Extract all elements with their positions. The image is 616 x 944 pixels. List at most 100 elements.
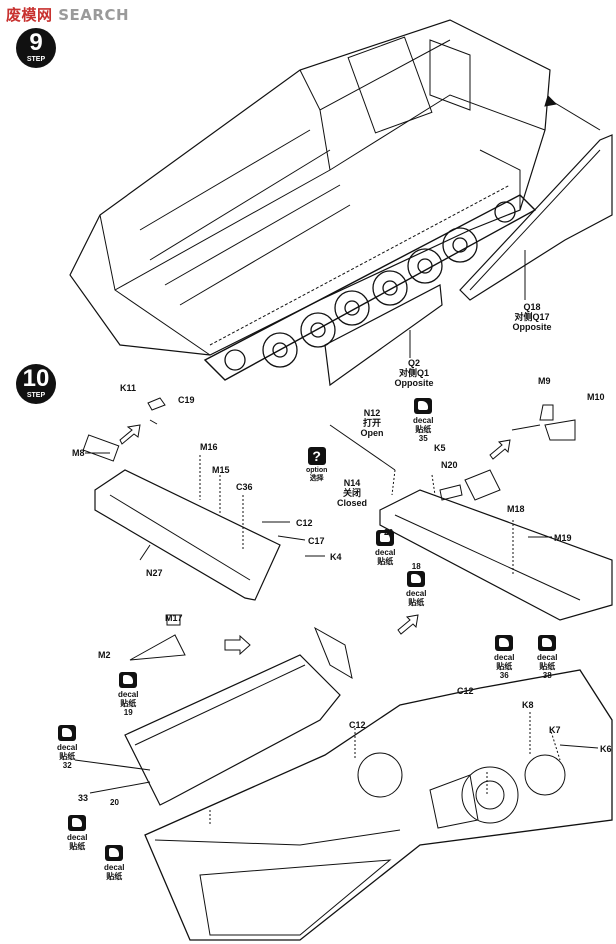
decal-icon [105, 845, 124, 861]
decal-cn: 贴纸 [69, 842, 86, 851]
decal-33: decal 贴纸 [104, 845, 124, 881]
part-k7: K7 [549, 725, 561, 735]
decal-icon [68, 815, 87, 831]
part-c12-upper: C12 [296, 518, 313, 528]
part-n12-open: Open [360, 428, 384, 438]
decal-word: decal [494, 653, 515, 662]
decal-word: decal [118, 690, 139, 699]
decal-cn: 贴纸 [106, 872, 123, 881]
decal-26-number: 26 [384, 528, 393, 537]
decal-20-number: 20 [110, 798, 119, 807]
part-n14: N14 [343, 478, 361, 488]
step-10-number: 10 [22, 365, 50, 392]
decal-number: 19 [123, 708, 133, 717]
part-m2: M2 [98, 650, 111, 660]
part-m8: M8 [72, 448, 85, 458]
part-m16: M16 [200, 442, 218, 452]
step-9-badge: 9 STEP [16, 28, 56, 68]
decal-icon [58, 725, 77, 741]
part-c17: C17 [308, 536, 325, 546]
decal-cn: 贴纸 [408, 598, 425, 607]
decal-35: decal 贴纸 35 [413, 398, 433, 443]
part-m10: M10 [587, 392, 605, 402]
part-n12: N12 [363, 408, 381, 418]
decal-cn: 贴纸 [415, 425, 432, 434]
decal-icon [414, 398, 433, 414]
option-label: option [306, 467, 328, 474]
lower-hull-drawing [74, 614, 613, 941]
part-n27: N27 [146, 568, 163, 578]
part-q17-opposite: Opposite [512, 322, 552, 332]
part-m19: M19 [554, 533, 572, 543]
decal-word: decal [67, 833, 88, 842]
decal-word: decal [57, 743, 78, 752]
watermark-part1: 废模网 [6, 6, 53, 24]
part-q1-opposite: Opposite [394, 378, 434, 388]
decal-word: decal [375, 548, 396, 557]
decal-20: decal 贴纸 [67, 815, 87, 851]
part-c19: C19 [178, 395, 195, 405]
step-9-word: STEP [26, 56, 46, 63]
decal-number: 18 [411, 562, 421, 571]
part-m15: M15 [212, 465, 230, 475]
part-k4: K4 [330, 552, 342, 562]
part-q17: 对侧Q17 [514, 312, 550, 322]
part-n12-callout: N12 打开 Open [360, 408, 383, 438]
part-n14-cn: 关闭 [342, 488, 362, 498]
decal-word: decal [406, 589, 427, 598]
decal-number: 38 [542, 671, 552, 680]
left-hatch-panel [82, 397, 325, 601]
decal-cn: 贴纸 [120, 699, 137, 708]
decal-cn: 贴纸 [377, 557, 394, 566]
part-q18: Q18 [523, 302, 541, 312]
part-k11: K11 [120, 383, 137, 393]
decal-icon [538, 635, 557, 651]
part-n20: N20 [441, 460, 458, 470]
part-c36: C36 [236, 482, 253, 492]
decal-38: decal 贴纸 38 [537, 635, 557, 680]
decal-cn: 贴纸 [539, 662, 556, 671]
step-9-number: 9 [29, 29, 43, 56]
decal-cn: 贴纸 [496, 662, 513, 671]
decal-32: decal 贴纸 32 [57, 725, 77, 770]
part-c12-right: C12 [457, 686, 474, 696]
part-k5: K5 [434, 443, 446, 453]
part-q2: Q2 [407, 358, 421, 368]
decal-18: 18 decal 贴纸 [406, 562, 426, 607]
step-10-word: STEP [26, 392, 46, 399]
decal-icon [376, 530, 395, 546]
right-hatch-panel [329, 404, 613, 621]
decal-word: decal [413, 416, 434, 425]
step-10-badge: 10 STEP [16, 364, 56, 404]
decal-word: decal [537, 653, 558, 662]
decal-cn: 贴纸 [59, 752, 76, 761]
decal-icon [495, 635, 514, 651]
assembly-arrows [119, 424, 511, 656]
part-q1: 对侧Q1 [398, 368, 430, 378]
part-c12-middle: C12 [349, 720, 366, 730]
part-m9: M9 [538, 376, 551, 386]
part-q18-callout: Q18 对侧Q17 Opposite [512, 302, 551, 332]
part-k6: K6 [600, 744, 612, 754]
part-k8: K8 [522, 700, 534, 710]
decal-icon [407, 571, 426, 587]
decal-36: decal 贴纸 36 [494, 635, 514, 680]
decal-number: 35 [418, 434, 428, 443]
decal-number: 36 [499, 671, 509, 680]
decal-icon [119, 672, 138, 688]
part-n12-cn: 打开 [362, 418, 382, 428]
decal-word: decal [104, 863, 125, 872]
part-m18: M18 [507, 504, 525, 514]
decal-number: 32 [62, 761, 72, 770]
decal-19: decal 贴纸 19 [118, 672, 138, 717]
watermark: 废模网 SEARCH [6, 4, 129, 25]
part-q2-callout: Q2 对侧Q1 Opposite [394, 358, 433, 388]
part-n14-callout: N14 关闭 Closed [337, 478, 367, 508]
question-icon: ? [307, 447, 326, 465]
watermark-part2: SEARCH [58, 6, 130, 24]
step9-hull-drawing [69, 19, 613, 387]
option-label-cn: 选择 [309, 475, 324, 482]
option-callout: ? option 选择 [306, 447, 327, 483]
